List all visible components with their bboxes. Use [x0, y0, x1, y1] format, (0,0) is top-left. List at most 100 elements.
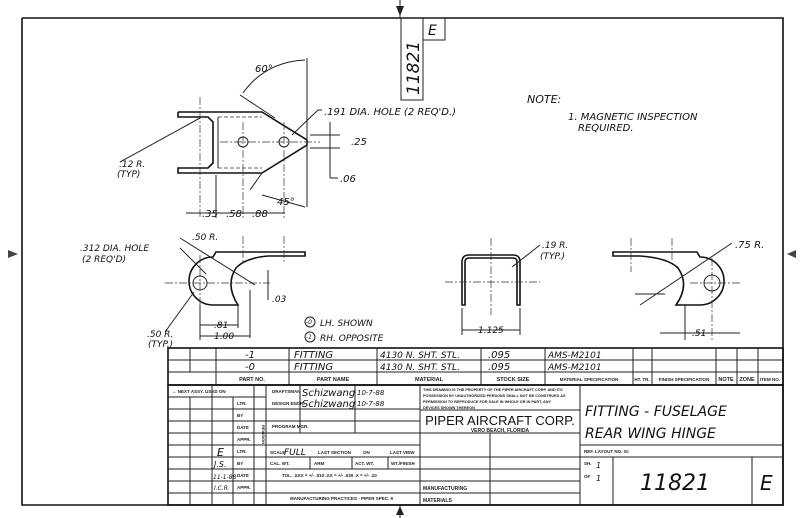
spec-cell: AMS-M2101	[547, 351, 602, 361]
material-cell: 4130 N. SHT. STL.	[380, 351, 460, 361]
drawing-title-line-2: REAR WING HINGE	[585, 426, 716, 442]
rh-opposite-label: RH. OPPOSITE	[320, 334, 384, 344]
rev-ltr-value: E	[217, 446, 224, 459]
material-cell: 4130 N. SHT. STL.	[380, 363, 460, 373]
parts-list-header: PART NO. PART NAME MATERIAL STOCK SIZE M…	[239, 377, 780, 383]
header-part-name: PART NAME	[317, 377, 350, 383]
proprietary-notice: POSSESSION BY UNAUTHORIZED PERSONS SHALL…	[423, 394, 566, 398]
on-label: ON	[363, 450, 370, 455]
note-line-2: REQUIRED.	[578, 123, 634, 134]
radius-typ-bottom: (TYP.)	[148, 340, 173, 350]
lh-dash-number: -0	[306, 319, 312, 326]
draftsman-date: 10-7-88	[357, 389, 385, 397]
rev-label: APPR.	[237, 485, 251, 490]
dim-100: 1.00	[214, 332, 234, 342]
note-line-1: 1. MAGNETIC INSPECTION	[568, 112, 698, 123]
revision-label: REVISION	[261, 425, 266, 444]
parts-row: -0 FITTING 4130 N. SHT. STL. .095 AMS-M2…	[245, 362, 602, 373]
materials-label: MATERIALS	[423, 498, 452, 504]
proprietary-notice: THIS DRAWING IS THE PROPERTY OF THE PIPE…	[423, 388, 563, 392]
scale-label: SCALE	[270, 450, 285, 455]
dim-1125: 1.125	[478, 326, 504, 336]
company-name: PIPER AIRCRAFT CORP.	[425, 413, 575, 428]
header-item-no: ITEM NO.	[760, 377, 780, 382]
end-view: .19 R. (TYP.) 1.125	[445, 238, 568, 336]
header-finish-spec: FINISH SPECIFICATION	[659, 377, 709, 382]
radius-19-label: .19 R.	[542, 241, 568, 251]
dim-51: .51	[692, 329, 706, 339]
draftsman-signature: Schizwang	[302, 388, 355, 399]
radius-typ-middle: (TYP.)	[540, 252, 565, 262]
draftsman-label: DRAFTSMAN	[272, 389, 301, 394]
proprietary-notice: PERMISSION TO REPRODUCE FOR SALE IN WHOL…	[423, 400, 551, 404]
left-side-view: .312 DIA. HOLE (2 REQ'D) .50 R. .50 R. (…	[80, 233, 384, 350]
hole-qty-label: (2 REQ'D)	[82, 255, 126, 265]
lh-shown-label: LH. SHOWN	[320, 319, 373, 329]
radius-75-label: .75 R.	[735, 240, 764, 251]
ref-layout-label: REF. LAYOUT NO. IS:	[584, 449, 630, 454]
next-assy-label: ← NEXT ASSY. USED ON	[172, 389, 226, 394]
arm-label: ARM	[314, 461, 324, 466]
note-title: NOTE:	[527, 93, 561, 106]
parts-list: -1 FITTING 4130 N. SHT. STL. .095 AMS-M2…	[167, 347, 784, 386]
of-label: OF	[584, 474, 591, 479]
last-section-label: LAST SECTION	[318, 450, 351, 455]
design-engr-label: DESIGN ENGR.	[272, 401, 305, 406]
sheet-total: 1	[596, 474, 601, 483]
angle-45-label: 45°	[277, 197, 295, 208]
part-no-cell: -1	[245, 350, 255, 361]
header-stock-size: STOCK SIZE	[497, 377, 530, 383]
header-material-spec: MATERIAL SPECIFICATION	[560, 377, 619, 382]
rev-label: DATE	[237, 473, 249, 478]
sheet-number: 1	[596, 461, 601, 470]
radius-50-top: .50 R.	[192, 233, 218, 243]
tolerance-note: TOL. .XXX = +/- .010 .XX = +/- .030 .X =…	[282, 473, 377, 478]
title-block: ← NEXT ASSY. USED ON LTR. BY DATE APPR. …	[167, 384, 784, 506]
hole-callout-191: .191 DIA. HOLE (2 REQ'D.)	[324, 107, 456, 118]
angle-60-label: 60°	[255, 64, 273, 75]
parts-row: -1 FITTING 4130 N. SHT. STL. .095 AMS-M2…	[245, 350, 602, 361]
header-ht-tr: HT. TR.	[634, 377, 649, 382]
rev-label: BY	[237, 413, 243, 418]
manufacturing-label: MANUFACTURING	[423, 486, 467, 492]
cal-wt-label: CAL. WT.	[270, 461, 290, 466]
last-view-label: LAST VIEW	[390, 450, 415, 455]
top-view: 60° 45° .191 DIA. HOLE (2 REQ'D.) .25 .0…	[117, 58, 456, 220]
spec-cell: AMS-M2101	[547, 363, 602, 373]
part-no-cell: -0	[245, 362, 255, 373]
rev-label: BY	[237, 461, 243, 466]
scale-value: FULL	[284, 448, 306, 458]
wt-finish-label: WT./FINISH	[391, 461, 415, 466]
radius-12-label: .12 R.	[119, 160, 145, 170]
company-location: VERO BEACH, FLORIDA	[471, 428, 530, 434]
part-name-cell: FITTING	[294, 362, 333, 373]
rev-by-value: J.S.	[212, 460, 227, 469]
dim-06: .06	[340, 174, 356, 185]
dim-35: .35	[202, 209, 218, 220]
dim-88: .88	[252, 209, 268, 220]
rev-label: APPR.	[237, 437, 251, 442]
manufacturing-practices: MANUFACTURING PRACTICES - PIPER SPEC. 9	[290, 496, 394, 501]
proprietary-notice: DEVICES SHOWN THEREON	[423, 406, 475, 410]
sheet-label: SH.	[584, 461, 592, 466]
header-material: MATERIAL	[415, 377, 444, 383]
rh-dash-number: -1	[306, 334, 312, 341]
rev-label: DATE	[237, 425, 249, 430]
design-date: 10-7-88	[357, 400, 385, 408]
drawing-title-line-1: FITTING - FUSELAGE	[585, 404, 727, 420]
drawing-number: 11821	[640, 471, 710, 496]
header-part-no: PART NO.	[239, 377, 265, 383]
design-signature: Schizwang	[302, 399, 355, 410]
radius-50-bottom: .50 R.	[147, 330, 173, 340]
header-note: NOTE	[718, 377, 734, 383]
revision-letter-top: E	[428, 23, 437, 39]
dim-58: .58	[226, 209, 242, 220]
dim-25: .25	[351, 137, 367, 148]
rev-label: LTR.	[237, 449, 247, 454]
right-side-view: .75 R. .51	[612, 238, 764, 340]
program-mgr-label: PROGRAM MGR.	[272, 424, 309, 429]
rev-date-value: 11-1-88	[213, 474, 237, 481]
center-mark-left-icon	[8, 250, 18, 258]
stock-cell: .095	[488, 350, 510, 361]
